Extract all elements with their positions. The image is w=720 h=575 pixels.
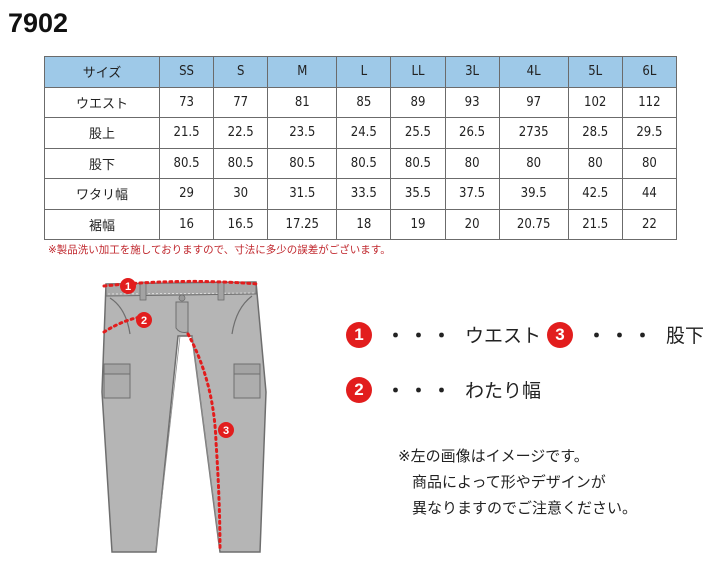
table-cell: 21.5 xyxy=(158,117,215,149)
table-cell: 37.5 xyxy=(444,178,500,210)
svg-text:2: 2 xyxy=(141,315,147,327)
table-cell: 19 xyxy=(390,208,446,240)
table-cell: 22 xyxy=(621,208,678,240)
table-header-cell: S xyxy=(213,56,269,88)
table-cell: 80 xyxy=(498,147,569,179)
table-cell: 39.5 xyxy=(498,178,569,210)
table-cell: 80.5 xyxy=(336,147,392,179)
thigh-width-marker: 2 xyxy=(136,312,152,328)
image-remarks: ※左の画像はイメージです。 商品によって形やデザインが 異なりますのでご注意くだ… xyxy=(398,443,637,521)
table-header-cell: SS xyxy=(158,56,215,88)
table-row: 股上 21.5 22.5 23.5 24.5 25.5 26.5 2735 28… xyxy=(44,117,678,149)
table-cell: 2735 xyxy=(498,117,569,149)
remark-line: 異なりますのでご注意ください。 xyxy=(412,499,638,517)
table-cell: 102 xyxy=(567,86,623,118)
table-cell: 25.5 xyxy=(390,117,446,149)
table-cell: 35.5 xyxy=(390,178,446,210)
pants-diagram: 1 2 3 xyxy=(101,278,267,553)
table-row-label: ウエスト xyxy=(44,86,160,118)
table-header-cell: サイズ xyxy=(44,56,160,88)
table-cell: 85 xyxy=(336,86,392,118)
svg-text:3: 3 xyxy=(223,425,229,437)
table-row: 股下 80.5 80.5 80.5 80.5 80.5 80 80 80 80 xyxy=(44,147,678,179)
table-cell: 80.5 xyxy=(213,147,269,179)
legend-label: ウエスト xyxy=(465,325,542,347)
table-row: ウエスト 73 77 81 85 89 93 97 102 112 xyxy=(44,86,678,118)
table-cell: 97 xyxy=(498,86,569,118)
table-row: ワタリ幅 29 30 31.5 33.5 35.5 37.5 39.5 42.5… xyxy=(44,178,678,210)
legend-number-badge: 3 xyxy=(547,321,573,348)
table-row-label: ワタリ幅 xyxy=(44,178,160,210)
table-header-cell: 3L xyxy=(444,56,500,88)
table-header-cell: L xyxy=(336,56,392,88)
table-cell: 18 xyxy=(336,208,392,240)
table-cell: 26.5 xyxy=(444,117,500,149)
table-cell: 16.5 xyxy=(213,208,269,240)
legend-number-badge: 1 xyxy=(346,321,372,348)
table-cell: 80 xyxy=(444,147,500,179)
legend-number-badge: 2 xyxy=(346,376,372,403)
table-row-label: 股上 xyxy=(44,117,160,149)
remark-line: 商品によって形やデザインが xyxy=(412,473,606,491)
legend-dots: ・・・ xyxy=(386,325,456,347)
table-cell: 33.5 xyxy=(336,178,392,210)
table-cell: 112 xyxy=(621,86,678,118)
table-cell: 77 xyxy=(213,86,269,118)
table-cell: 16 xyxy=(158,208,215,240)
table-header-row: サイズ SS S M L LL 3L 4L 5L 6L xyxy=(44,56,678,88)
legend-inseam: 3 ・・・ 股下 xyxy=(547,321,704,348)
table-cell: 20.75 xyxy=(498,208,569,240)
legend-dots: ・・・ xyxy=(587,325,657,347)
table-cell: 22.5 xyxy=(213,117,269,149)
table-cell: 23.5 xyxy=(267,117,338,149)
table-cell: 31.5 xyxy=(267,178,338,210)
table-header-cell: 6L xyxy=(621,56,678,88)
svg-text:1: 1 xyxy=(125,281,131,293)
table-row: 裾幅 16 16.5 17.25 18 19 20 20.75 21.5 22 xyxy=(44,208,678,240)
table-header-cell: M xyxy=(267,56,338,88)
table-cell: 80 xyxy=(567,147,623,179)
model-number: 7902 xyxy=(8,8,69,38)
table-cell: 93 xyxy=(444,86,500,118)
pants-body xyxy=(101,281,267,553)
table-row-label: 裾幅 xyxy=(44,208,160,240)
legend-thigh-width: 2 ・・・ わたり幅 xyxy=(346,376,541,403)
table-cell: 21.5 xyxy=(567,208,623,240)
table-cell: 42.5 xyxy=(567,178,623,210)
remark-line: ※左の画像はイメージです。 xyxy=(398,447,589,465)
table-cell: 73 xyxy=(158,86,215,118)
table-cell: 28.5 xyxy=(567,117,623,149)
table-cell: 29.5 xyxy=(621,117,678,149)
waist-marker: 1 xyxy=(120,278,136,294)
table-header-cell: 5L xyxy=(567,56,623,88)
table-cell: 80.5 xyxy=(158,147,215,179)
legend-dots: ・・・ xyxy=(386,380,456,402)
legend-waist: 1 ・・・ ウエスト xyxy=(346,321,541,348)
table-cell: 29 xyxy=(158,178,215,210)
inseam-marker: 3 xyxy=(218,422,234,438)
legend-label: 股下 xyxy=(666,325,705,347)
table-header-cell: 4L xyxy=(498,56,569,88)
processing-note: ※製品洗い加工を施しておりますので、寸法に多少の誤差がございます。 xyxy=(48,244,391,256)
table-cell: 30 xyxy=(213,178,269,210)
size-table: サイズ SS S M L LL 3L 4L 5L 6L ウエスト 73 77 8… xyxy=(44,56,678,240)
table-cell: 24.5 xyxy=(336,117,392,149)
table-cell: 89 xyxy=(390,86,446,118)
table-row-label: 股下 xyxy=(44,147,160,179)
table-cell: 81 xyxy=(267,86,338,118)
table-cell: 17.25 xyxy=(267,208,338,240)
table-cell: 44 xyxy=(621,178,678,210)
table-cell: 20 xyxy=(444,208,500,240)
table-cell: 80 xyxy=(621,147,678,179)
table-header-cell: LL xyxy=(390,56,446,88)
legend-label: わたり幅 xyxy=(465,380,542,402)
table-cell: 80.5 xyxy=(267,147,338,179)
table-cell: 80.5 xyxy=(390,147,446,179)
